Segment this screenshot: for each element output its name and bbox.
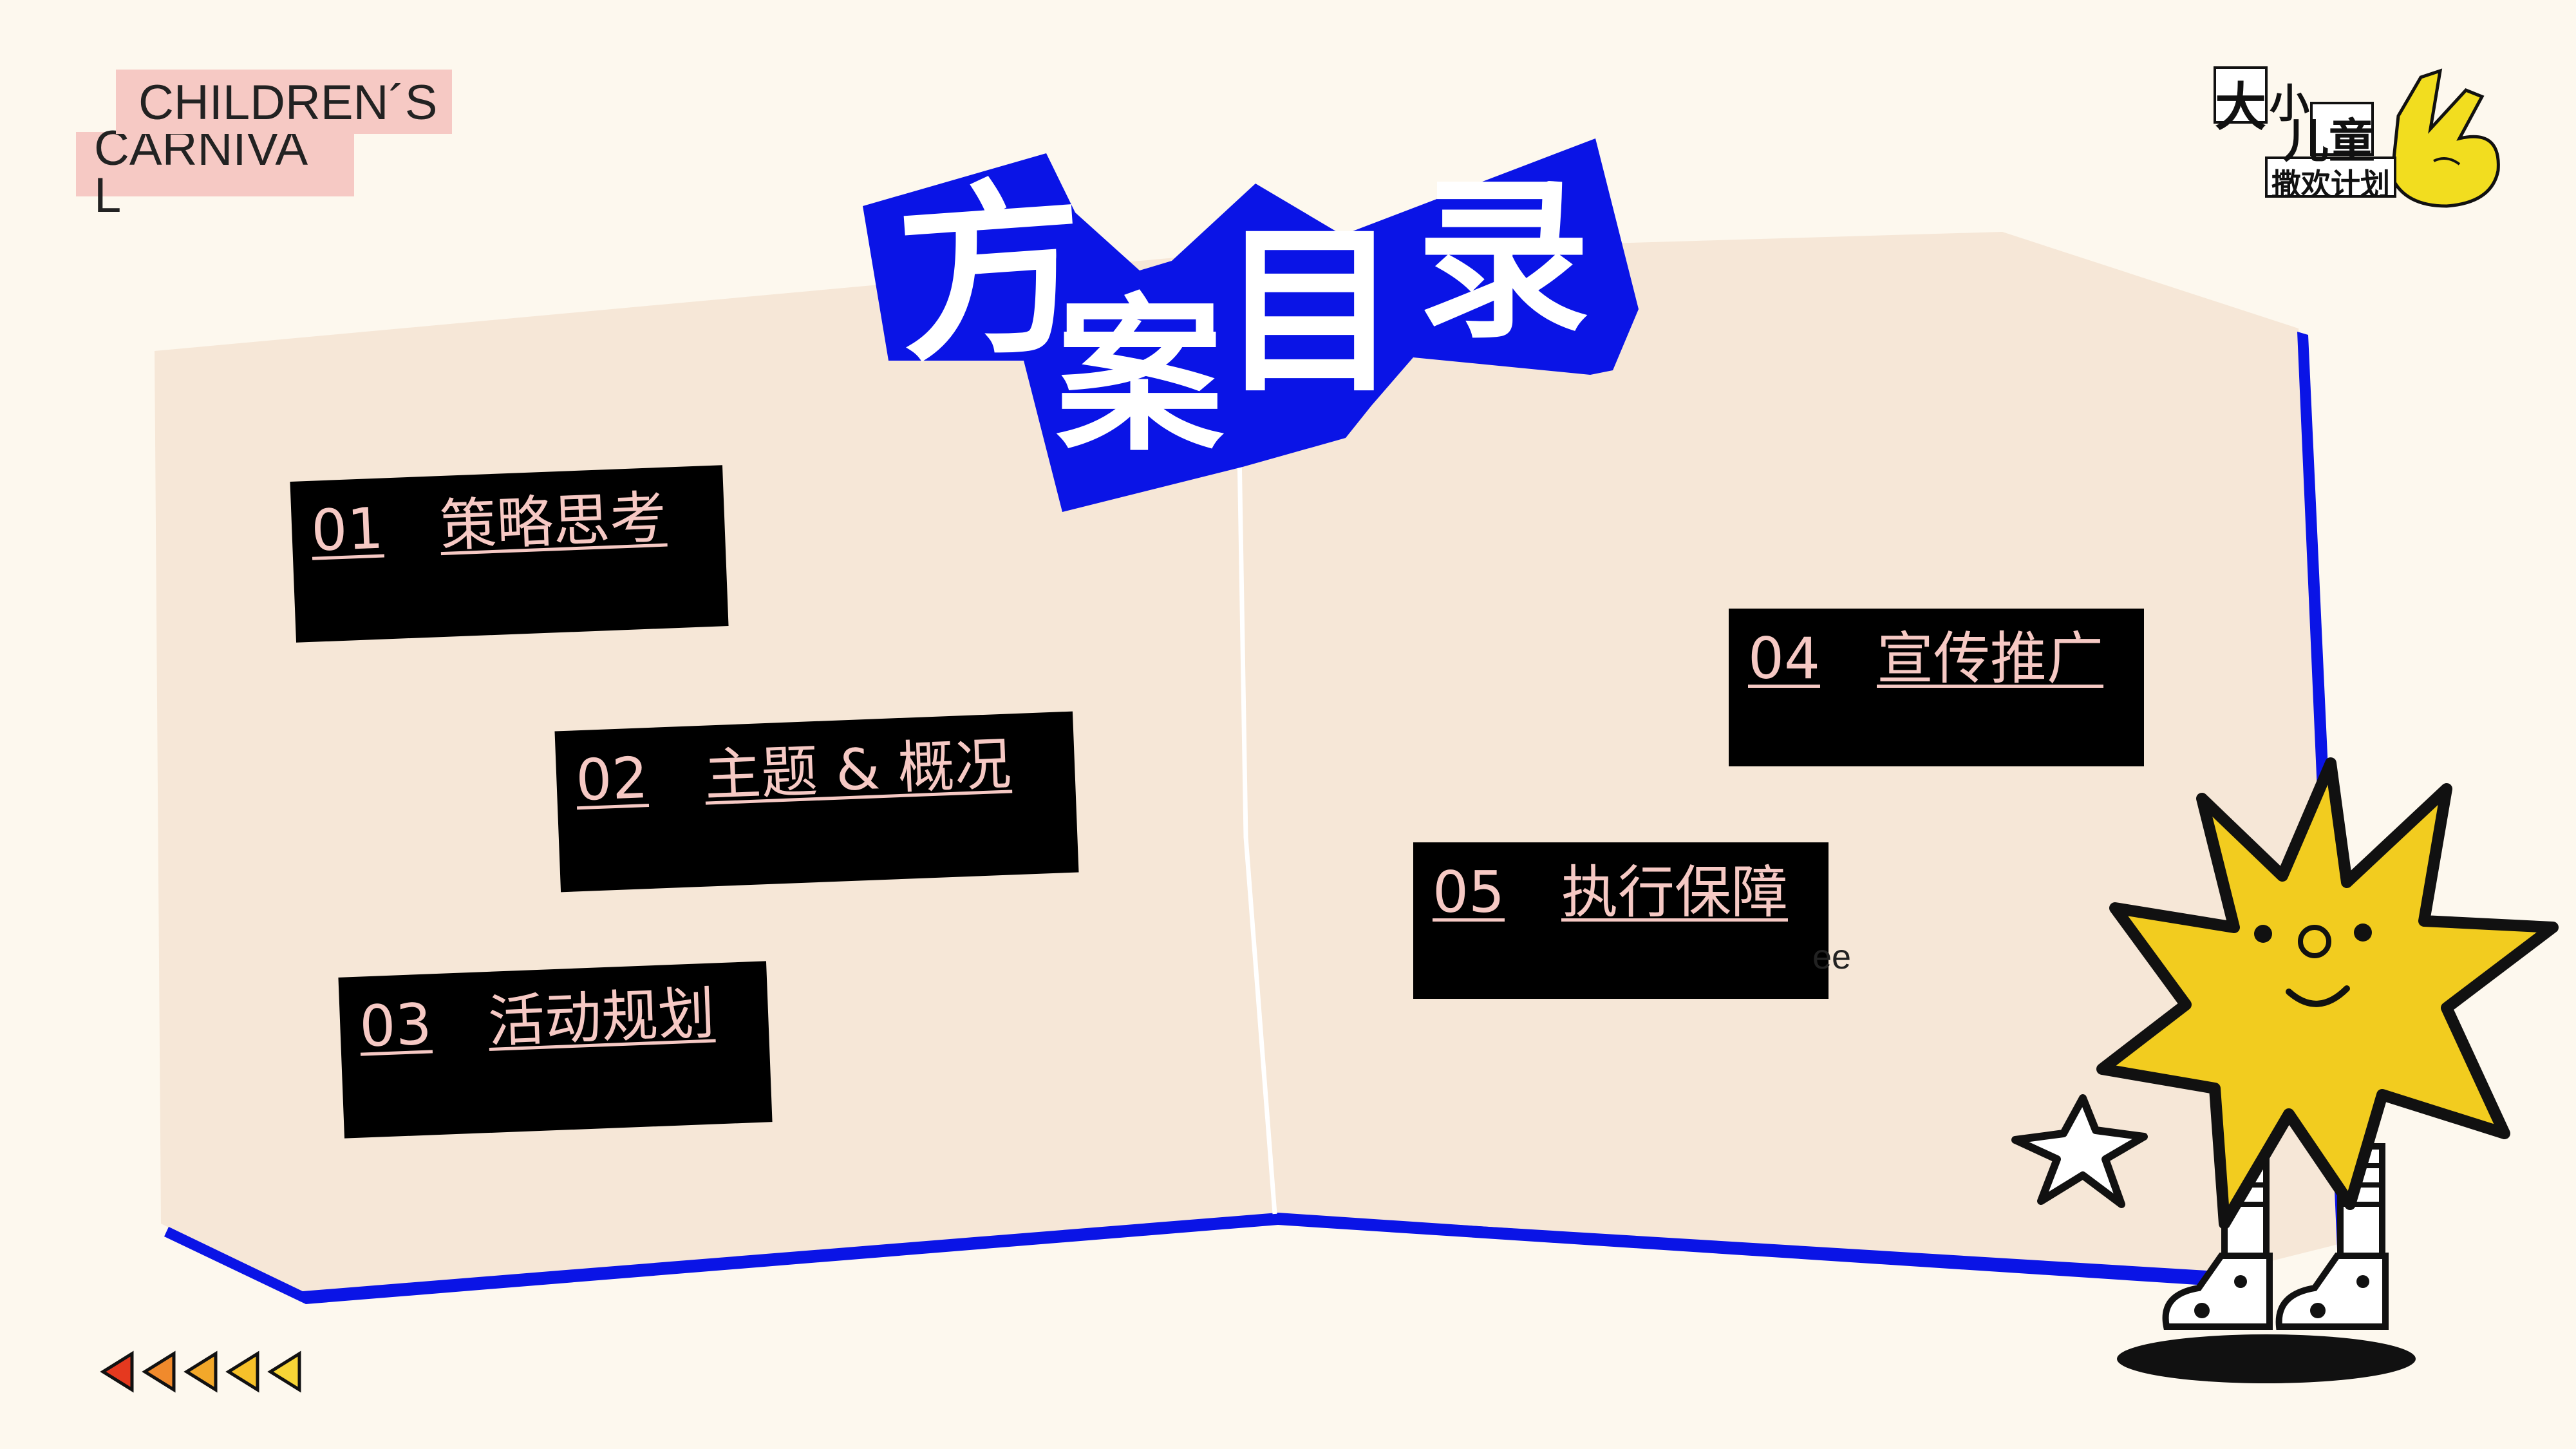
arrow-left-icon	[267, 1350, 301, 1393]
arrow-left-icon	[100, 1350, 134, 1393]
toc-item-04[interactable]: 04 宣传推广	[1729, 609, 2144, 766]
corner-tag-line3: L	[94, 168, 122, 223]
toc-item-label: 执行保障	[1561, 859, 1788, 925]
corner-tag-line1: CHILDREN´S	[138, 75, 438, 130]
stray-text: ee	[1812, 938, 1852, 976]
book-bottom-edge	[164, 1213, 2228, 1304]
book-spine	[1237, 450, 1277, 1215]
corner-tag-front: CHILDREN´S	[116, 70, 452, 134]
toc-item-05[interactable]: 05 执行保障	[1413, 842, 1829, 999]
small-star-icon	[2011, 1094, 2148, 1208]
logo-char-3: 儿童	[2282, 114, 2376, 168]
arrow-left-icon	[183, 1350, 218, 1393]
title-char-4: 录	[1416, 159, 1590, 362]
toc-item-number: 04	[1748, 625, 1820, 692]
arrow-left-icon	[142, 1350, 176, 1393]
mascot-shadow	[2117, 1334, 2416, 1383]
arrow-left-icon	[225, 1350, 259, 1393]
toc-item-label: 宣传推广	[1876, 625, 2103, 692]
title-char-2: 案	[1056, 279, 1223, 474]
logo-char-2: 小	[2270, 80, 2310, 127]
title-char-3: 目	[1220, 207, 1400, 417]
logo-char-4: 撒欢计划	[2271, 167, 2390, 202]
star-body	[2096, 757, 2559, 1229]
toc-item-number: 05	[1433, 859, 1505, 925]
logo-char-1: 大	[2215, 77, 2266, 137]
peace-hand-icon	[2390, 68, 2500, 208]
